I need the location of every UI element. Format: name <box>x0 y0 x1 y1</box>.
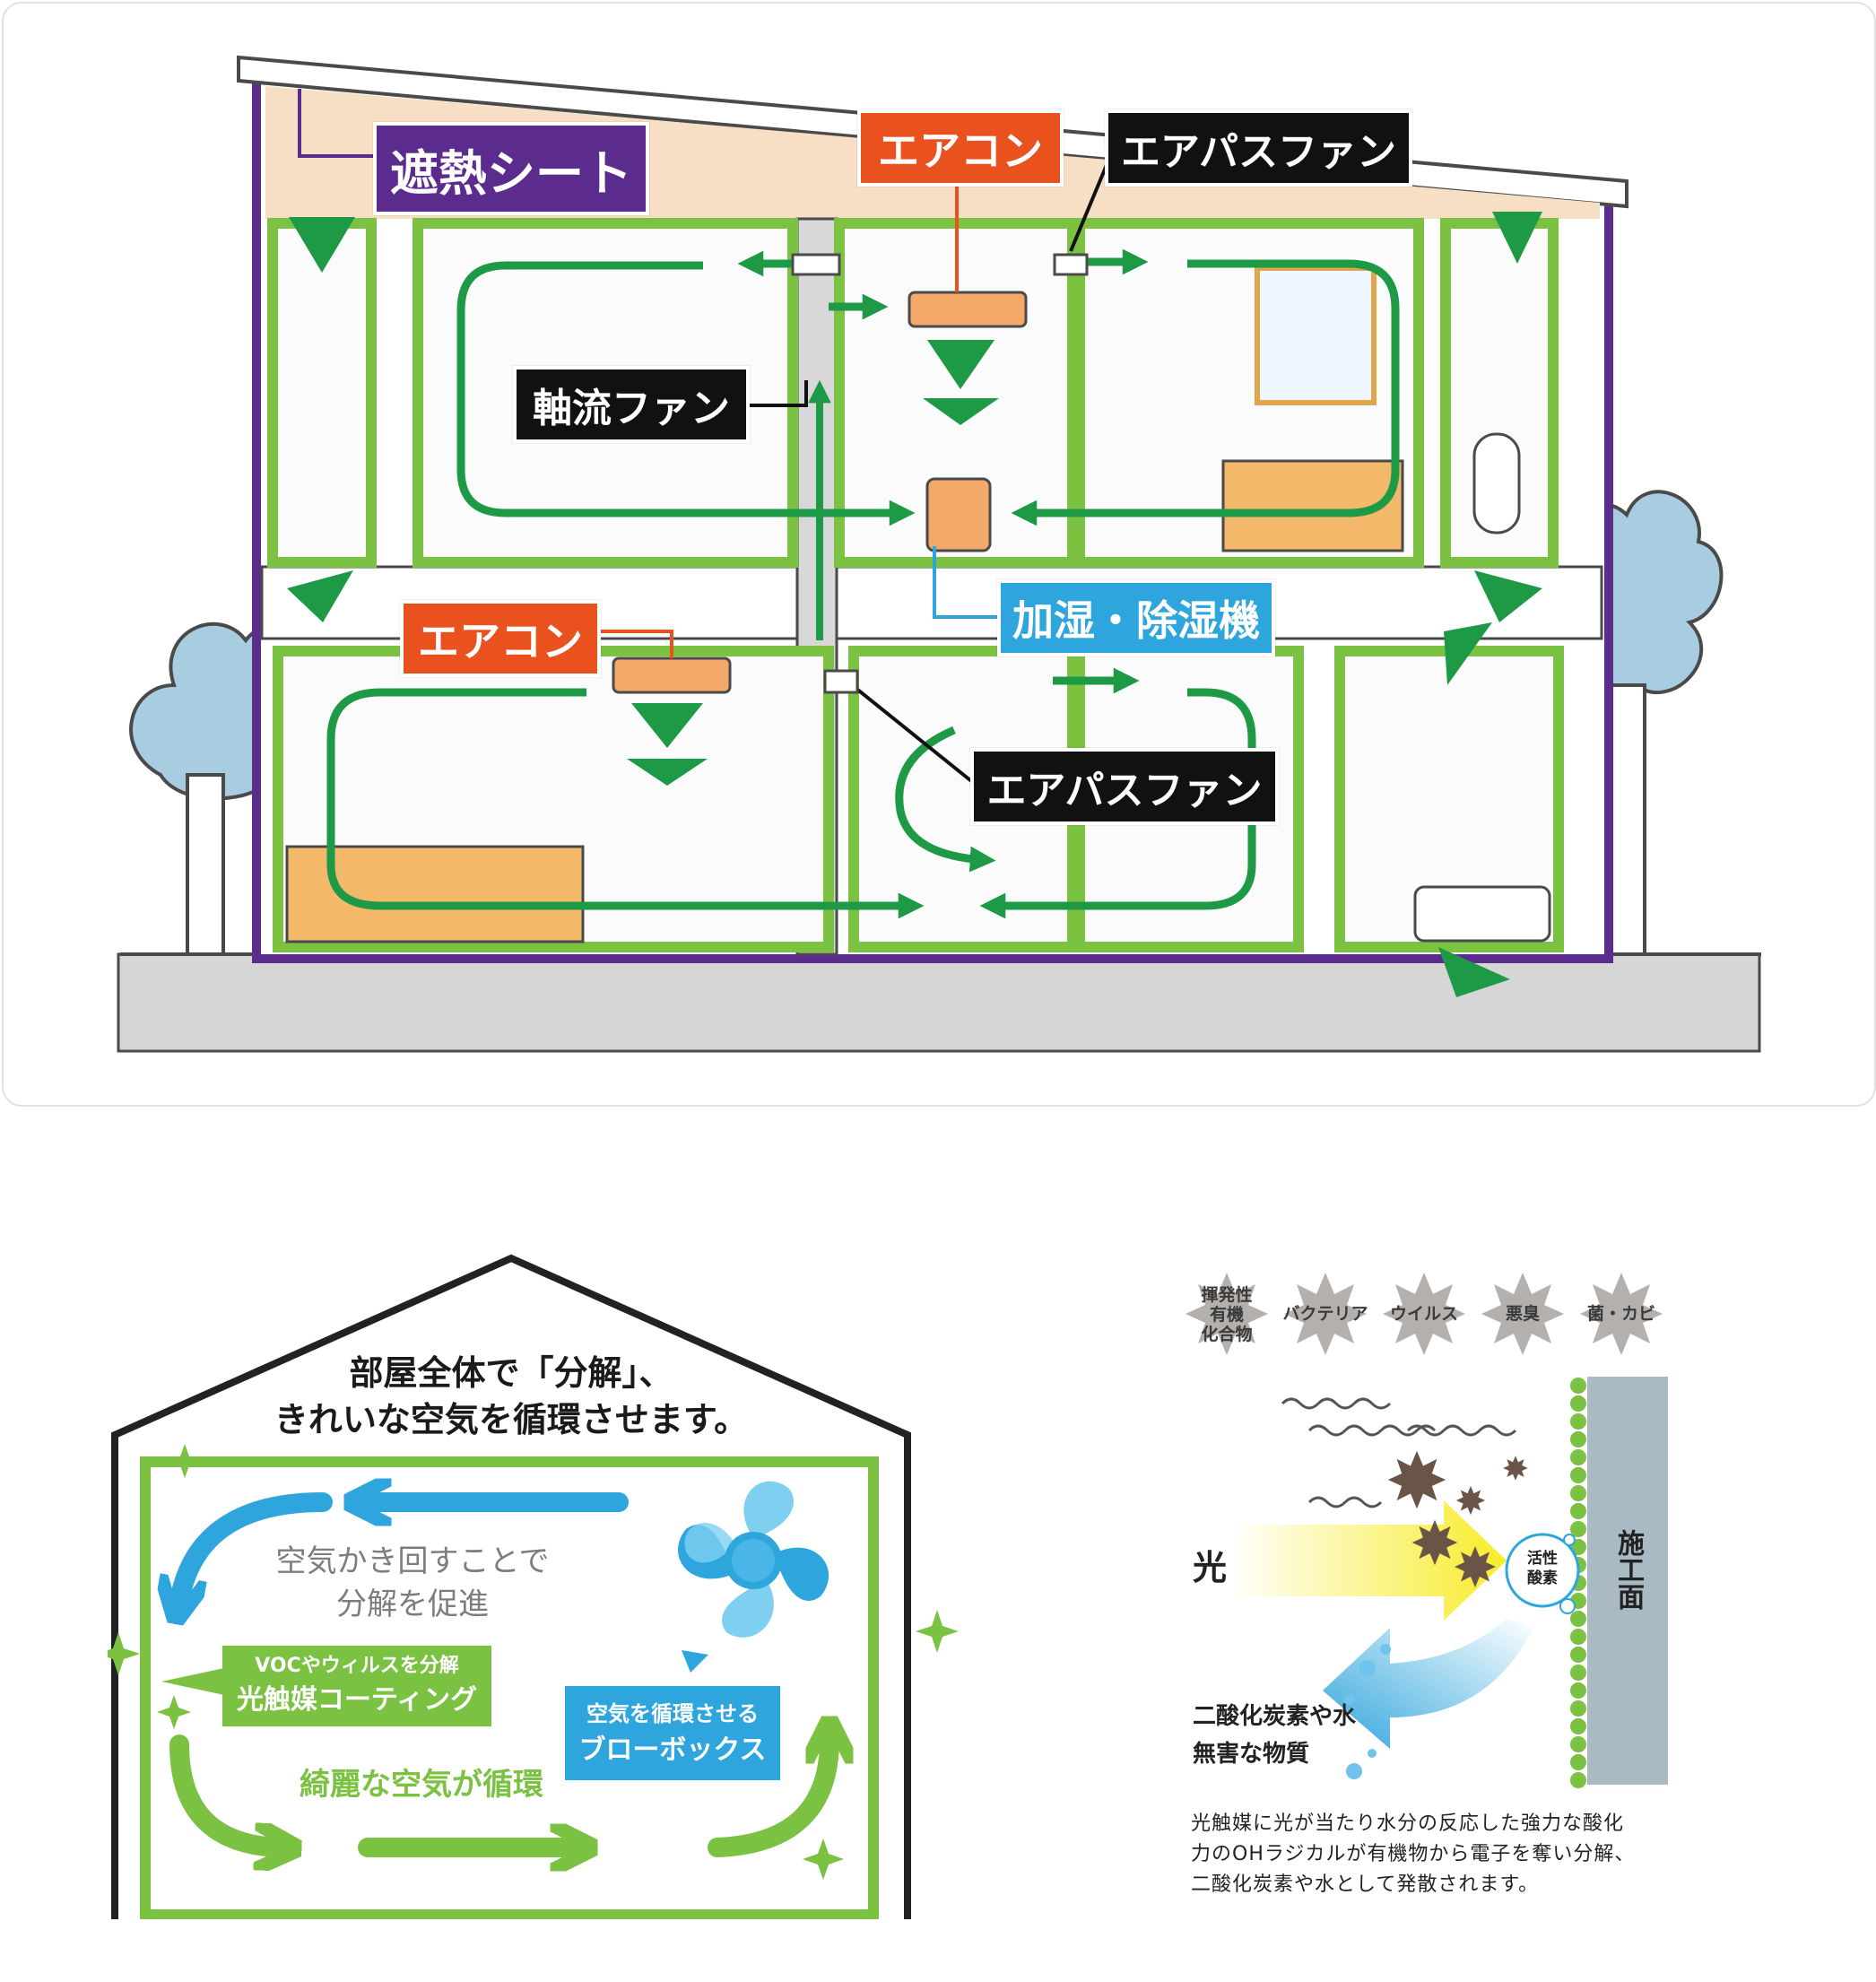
air-conditioner-upper-icon <box>908 291 1028 328</box>
air-conditioner-lower-icon <box>612 656 732 694</box>
blower-fan-icon <box>677 1481 829 1638</box>
result-arrow <box>1323 1619 1533 1749</box>
sparkle-icons <box>108 1444 959 1880</box>
blower-tag-line-1: 空気を循環させる <box>586 1701 759 1726</box>
airflow-bedroom <box>1011 259 1400 526</box>
photocatalyst-diagram: 揮発性 有機 化合物 バクテリア ウイルス 悪臭 菌・カビ 光 活性 酸素 施工… <box>1166 1251 1865 1951</box>
blue-arrow-curve <box>179 1492 333 1601</box>
blower-tag-line-2: ブローボックス <box>578 1734 767 1766</box>
coating-beads <box>1570 1378 1586 1788</box>
heading-line-2: きれいな空気を循環させます。 <box>274 1400 749 1439</box>
coating-tag-line-1: VOCやウィルスを分解 <box>255 1655 459 1677</box>
green-arrow-curve-right <box>708 1740 829 1857</box>
coating-tag: VOCやウィルスを分解 光触媒コーティング <box>222 1646 491 1726</box>
house-outline-icon <box>111 1254 911 1919</box>
ground <box>117 952 1761 1053</box>
blower-tag: 空気を循環させる ブローボックス <box>565 1686 780 1780</box>
result-text: 二酸化炭素や水 無害な物質 <box>1193 1703 1357 1768</box>
active-oxygen-circle <box>1505 1533 1580 1608</box>
surface-label: 施工面 <box>1612 1529 1644 1610</box>
stir-text-line-1: 空気かき回すことで <box>275 1543 550 1579</box>
surface-wall <box>1587 1377 1668 1785</box>
water-droplets <box>1344 1644 1391 1779</box>
airpass-fan-upper-label: エアパスファン <box>1105 109 1412 187</box>
airflow-kitchen <box>326 688 925 919</box>
toilet-icon <box>1472 432 1521 535</box>
pollutant-label-bacteria: バクテリア <box>1282 1304 1368 1324</box>
pollutant-label-virus: ウイルス <box>1389 1304 1458 1324</box>
airflow-study <box>456 261 916 526</box>
downward-airflow-icons <box>287 212 1542 997</box>
room-stairs <box>848 646 1078 952</box>
window-icon <box>1255 265 1377 405</box>
house-diagram-panel: 遮熱シート エアコン エアパスファン 軸流ファン 加湿・除湿機 エアコン エアパ… <box>2 2 1876 1107</box>
airpass-fan-upper-icon <box>791 253 841 276</box>
room-closet <box>267 218 377 568</box>
pollutant-label-odor: 悪臭 <box>1505 1304 1540 1324</box>
room-border <box>140 1456 879 1919</box>
heading-line-1: 部屋全体で「分解」、 <box>349 1353 673 1393</box>
coating-tag-line-2: 光触媒コーティング <box>236 1684 478 1716</box>
light-wave-lines <box>1281 1397 1517 1508</box>
light-label: 光 <box>1193 1548 1228 1587</box>
humidifier-icon <box>925 477 992 552</box>
air-conditioner-lower-label: エアコン <box>400 600 601 677</box>
bathtub-icon <box>1413 885 1551 943</box>
airflow-stairs <box>895 726 996 873</box>
clean-air-text: 綺麗な空気が循環 <box>300 1767 543 1803</box>
stir-text: 空気かき回すことで 分解を促進 <box>251 1540 574 1626</box>
pollutant-label-mold: 菌・カビ <box>1586 1304 1655 1324</box>
circulation-diagram: 部屋全体で「分解」、 きれいな空気を循環させます。 空気かき回すことで 分解を促… <box>108 1251 968 1919</box>
circulation-heading: 部屋全体で「分解」、 きれいな空気を循環させます。 <box>269 1350 753 1443</box>
green-arrow-curve-left <box>169 1734 278 1847</box>
humidifier-dehumidifier-label: 加湿・除湿機 <box>997 579 1275 656</box>
active-oxygen-label: 活性 酸素 <box>1527 1550 1558 1587</box>
room-toilet <box>1440 218 1559 568</box>
pollutant-label-voc: 揮発性 有機 化合物 <box>1201 1285 1253 1344</box>
heat-shield-sheet-label: 遮熱シート <box>373 122 649 215</box>
air-conditioner-upper-label: エアコン <box>857 109 1064 187</box>
description-text: 光触媒に光が当たり水分の反応した強力な酸化 力のOHラジカルが有機物から電子を奪… <box>1191 1812 1636 1896</box>
airpass-fan-lower-icon <box>823 669 859 694</box>
airpass-fan-lower-label: エアパスファン <box>970 748 1279 825</box>
stir-text-line-2: 分解を促進 <box>336 1586 489 1622</box>
axial-fan-label: 軸流ファン <box>513 366 750 443</box>
